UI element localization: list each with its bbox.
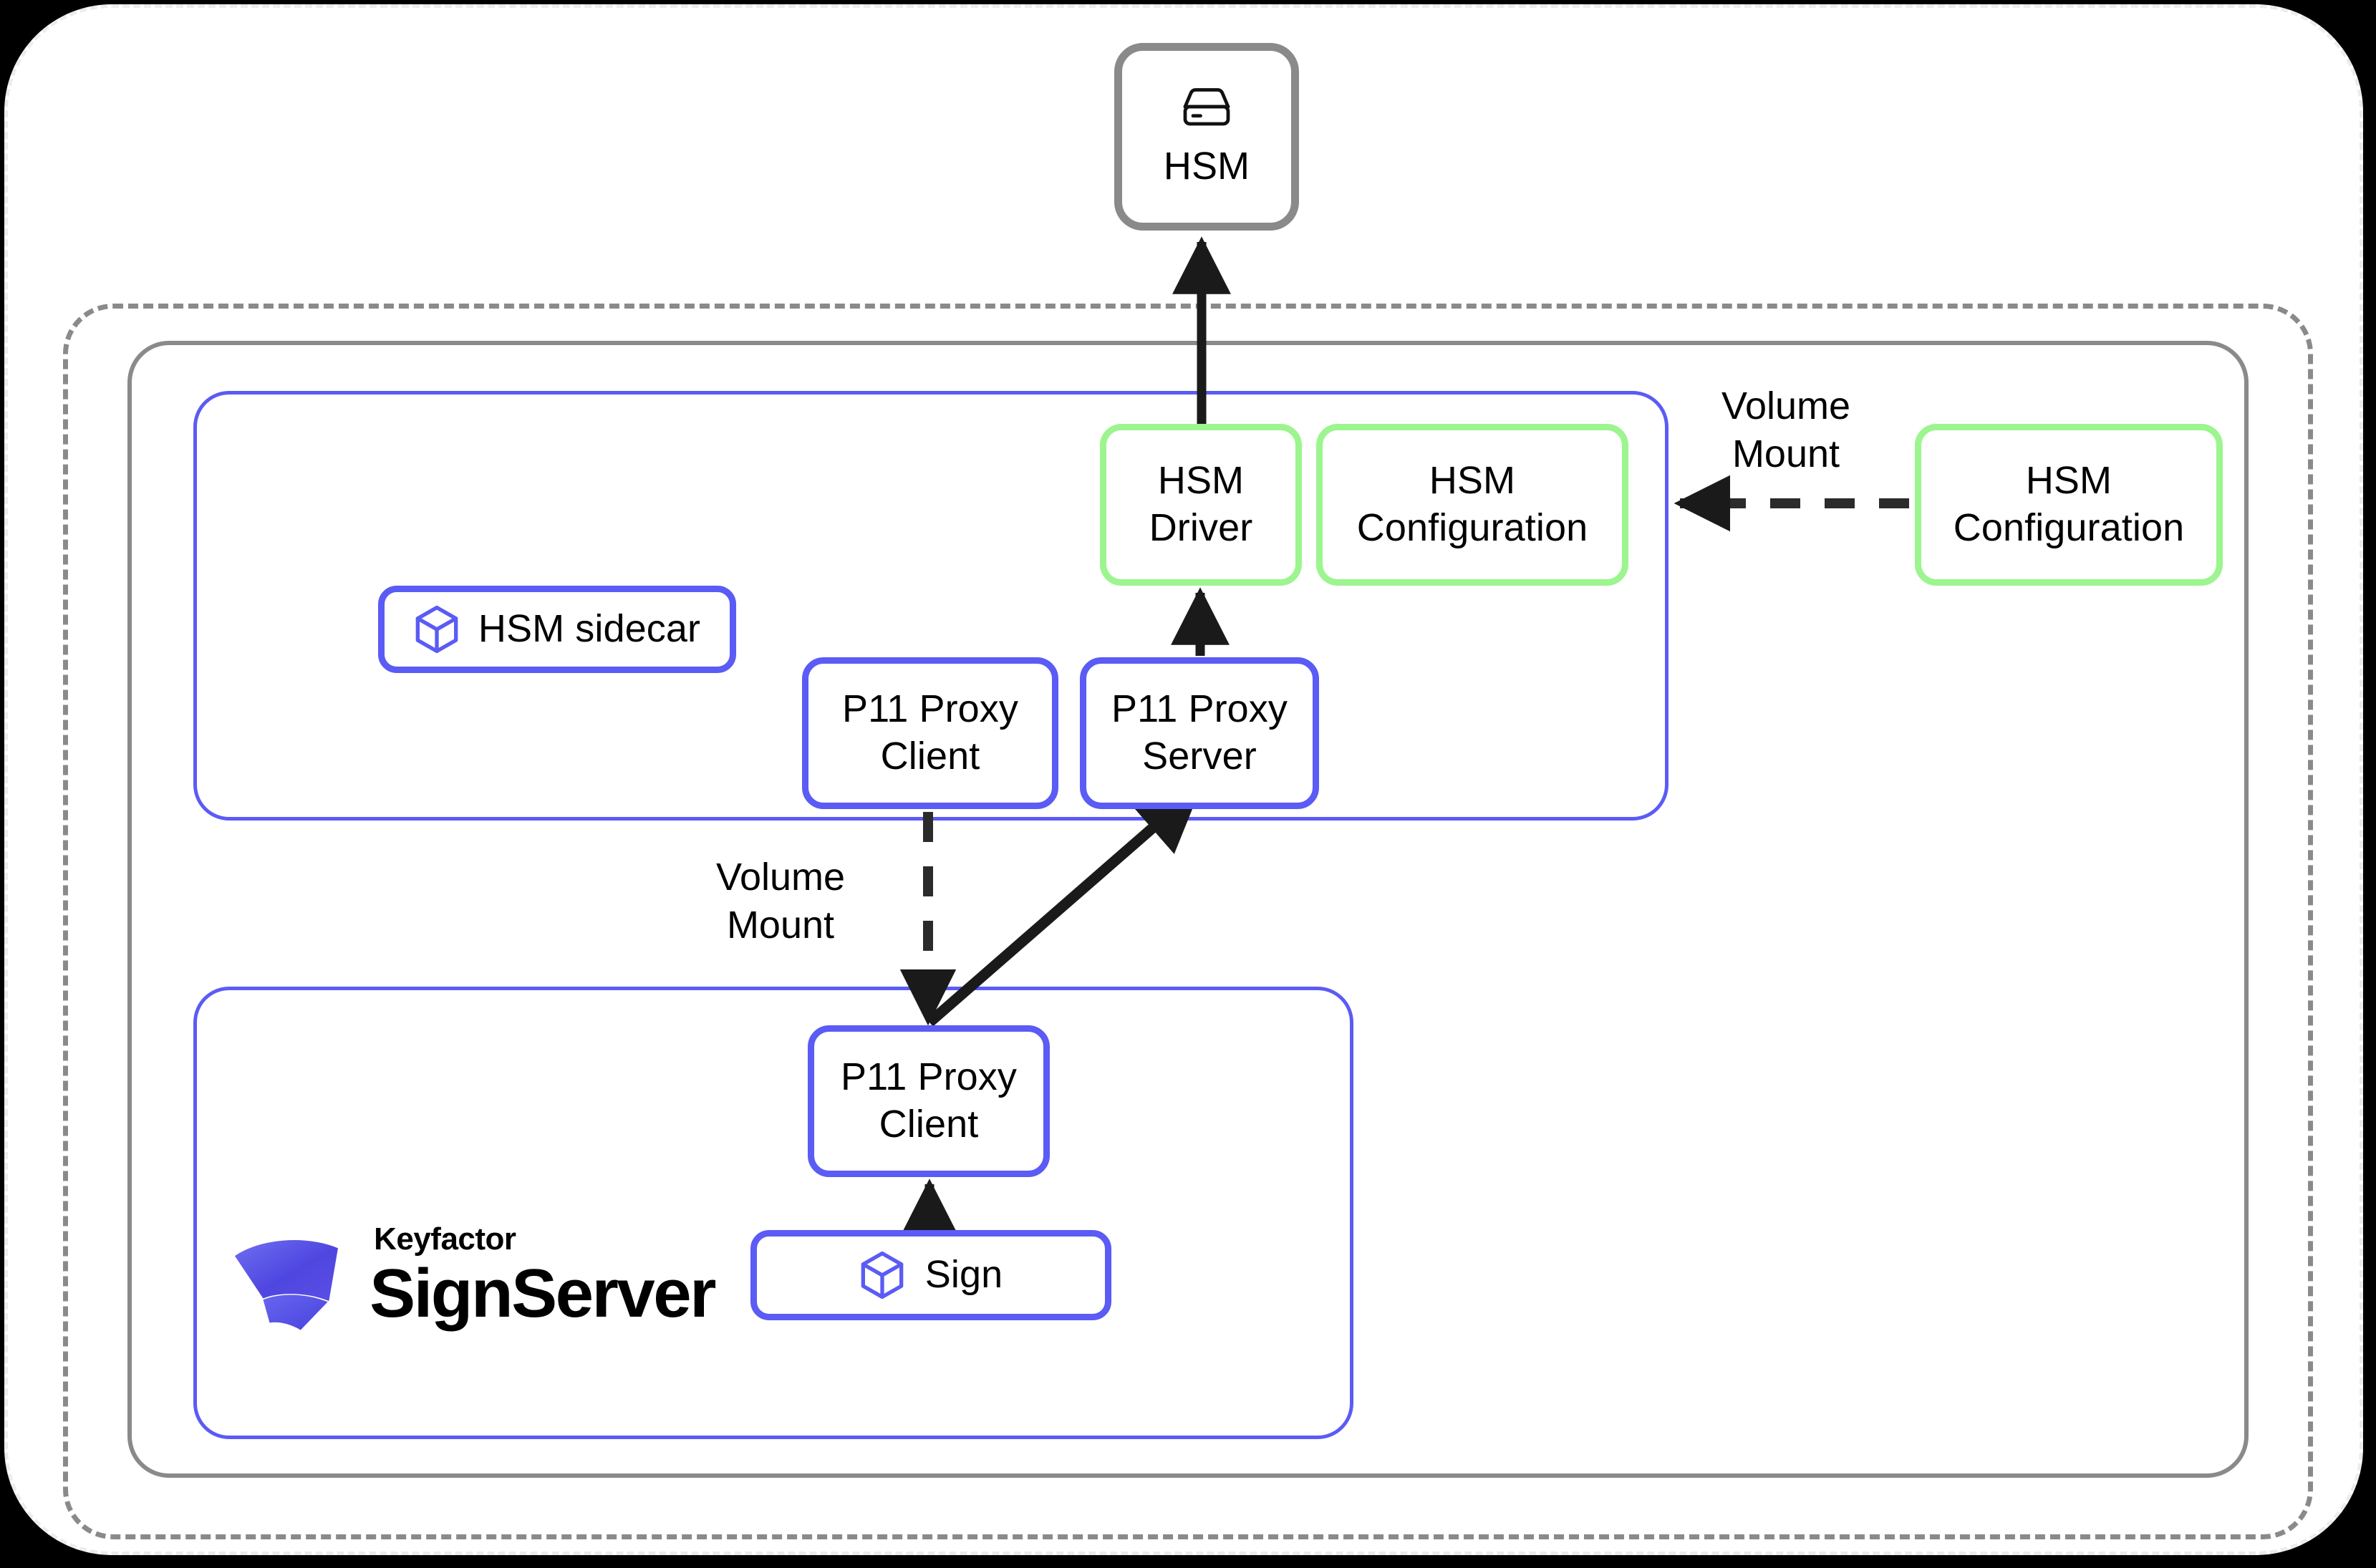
node-hsm-appliance[interactable]: HSM [1114,43,1299,231]
node-hsm-appliance-label: HSM [1163,145,1250,188]
node-p11-proxy-client-top[interactable]: P11 Proxy Client [802,657,1058,809]
cube-icon [415,605,458,654]
cube-icon [861,1251,904,1300]
brand-keyfactor: Keyfactor [374,1221,516,1257]
signserver-logo-lockup: Keyfactor SignServer [228,1204,716,1347]
node-hsm-sidecar[interactable]: HSM sidecar [378,586,736,673]
node-sign[interactable]: Sign [750,1230,1111,1320]
node-p11-proxy-client-top-label: P11 Proxy Client [841,687,1018,778]
node-p11-proxy-server[interactable]: P11 Proxy Server [1080,657,1319,809]
node-p11-proxy-client-bottom[interactable]: P11 Proxy Client [808,1025,1050,1177]
product-signserver: SignServer [370,1255,716,1332]
label-volume-mount-middle: Volume Mount [715,856,846,947]
node-hsm-sidecar-label: HSM sidecar [478,607,701,651]
keyfactor-fan-icon [234,1240,338,1330]
node-hsm-configuration-inner-label: HSM Configuration [1356,459,1588,549]
node-hsm-configuration-inner[interactable]: HSM Configuration [1316,424,1628,586]
node-boundary [127,341,2249,1478]
node-hsm-configuration-outer[interactable]: HSM Configuration [1915,424,2223,586]
node-p11-proxy-server-label: P11 Proxy Server [1111,687,1288,778]
node-p11-proxy-client-bottom-label: P11 Proxy Client [840,1055,1017,1146]
node-hsm-driver-label: HSM Driver [1149,459,1253,549]
pod-signserver [193,987,1353,1439]
node-sign-label: Sign [924,1253,1003,1297]
node-hsm-configuration-outer-label: HSM Configuration [1953,459,2185,549]
signserver-wordmark: Keyfactor SignServer [370,1221,716,1332]
cluster-boundary [63,304,2313,1539]
node-hsm-driver[interactable]: HSM Driver [1100,424,1302,586]
hsm-appliance-icon [1183,88,1230,126]
label-volume-mount-right: Volume Mount [1721,384,1851,475]
